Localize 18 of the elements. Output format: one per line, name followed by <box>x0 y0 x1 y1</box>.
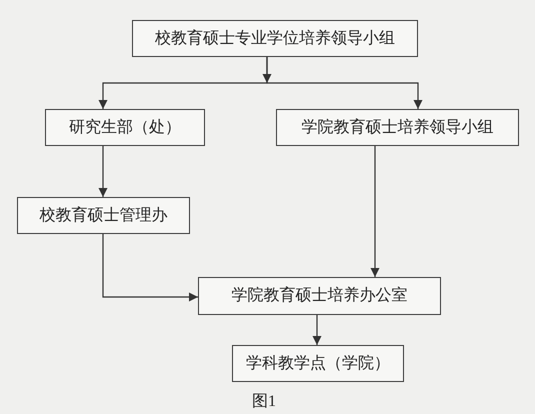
box-label: 研究生部（处） <box>69 118 181 138</box>
arrow <box>312 315 322 345</box>
arrow <box>266 57 422 109</box>
arrow <box>98 146 108 197</box>
process-box <box>132 20 418 57</box>
box-label: 校教育硕士专业学位培养领导小组 <box>155 28 395 48</box>
box-label: 学科教学点（学院） <box>246 354 390 374</box>
box-label: 校教育硕士管理办 <box>40 206 168 226</box>
figure-caption: 图1 <box>252 392 276 412</box>
process-box <box>45 109 205 146</box>
process-box <box>232 345 404 382</box>
box-label: 学院教育硕士培养领导小组 <box>302 118 494 138</box>
arrow <box>102 234 198 302</box>
process-box <box>17 197 190 234</box>
process-box <box>276 109 519 146</box>
process-box <box>198 277 441 315</box>
box-label: 学院教育硕士培养办公室 <box>232 286 408 306</box>
arrow <box>370 146 380 277</box>
